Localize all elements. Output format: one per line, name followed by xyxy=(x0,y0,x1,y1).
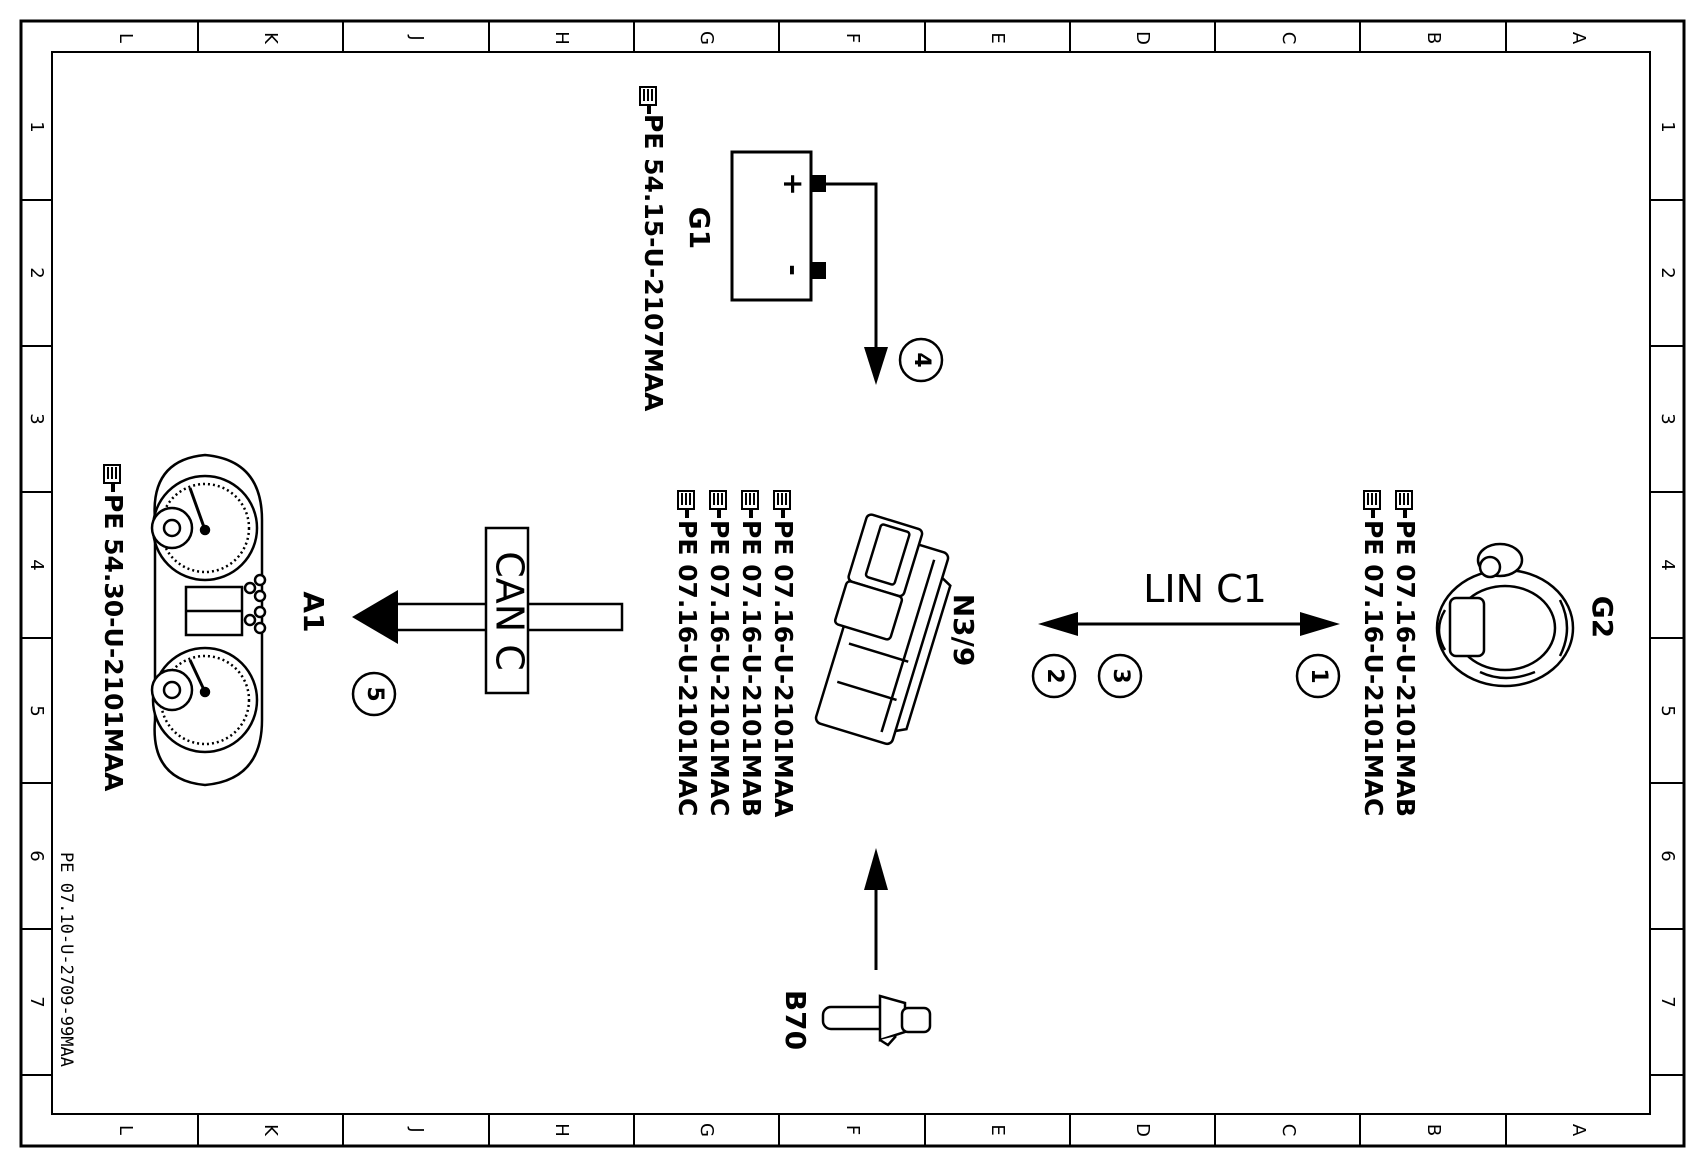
b70-label: B70 xyxy=(779,990,812,1050)
col-label: A xyxy=(1568,1124,1589,1137)
col-label: K xyxy=(260,1124,281,1137)
col-label: J xyxy=(406,1126,427,1132)
g2-reference: PE 07.16-U-2101MAB xyxy=(1391,520,1420,817)
callout-4 xyxy=(898,337,944,383)
drawing-frame xyxy=(19,19,1686,1148)
callout-5 xyxy=(351,671,397,717)
pointing-hand-icon xyxy=(1395,490,1413,519)
battery-plus-sign: + xyxy=(777,172,810,195)
row-labels-right: 1 2 3 4 5 6 7 xyxy=(1657,121,1678,1007)
col-label: L xyxy=(115,33,136,43)
control-unit-n3-9: N3/9 PE 07.16-U-2101MAA PE 07.16-U-2101M… xyxy=(673,490,980,818)
battery-g1: + - G1 PE 54.15-U-2107MAA xyxy=(639,86,826,412)
col-label: F xyxy=(842,33,863,43)
column-labels-top: L K J H G F E D C B A xyxy=(115,31,1589,45)
instrument-cluster-a1: A1 PE 54.30-U-2101MAA xyxy=(99,453,330,792)
row-label: 5 xyxy=(1657,705,1678,716)
callout-4-text: 4 xyxy=(909,352,934,367)
a1-label: A1 xyxy=(297,591,330,632)
col-label: C xyxy=(1278,1124,1299,1137)
battery-terminal-minus xyxy=(811,262,826,279)
col-label: D xyxy=(1132,31,1153,45)
row-label: 1 xyxy=(26,121,47,132)
row-label: 6 xyxy=(26,850,47,861)
row-label: 4 xyxy=(1657,559,1678,570)
g2-reference: PE 07.16-U-2101MAC xyxy=(1359,520,1388,816)
callout-3 xyxy=(1097,653,1143,699)
row-label: 4 xyxy=(26,559,47,570)
pointing-hand-icon xyxy=(103,464,121,493)
callout-2 xyxy=(1031,653,1077,699)
alternator-g2: G2 PE 07.16-U-2101MAB PE 07.16-U-2101MAC xyxy=(1359,490,1619,817)
n3-9-reference: PE 07.16-U-2101MAB xyxy=(737,520,766,817)
battery-terminal-plus xyxy=(811,175,826,192)
pointing-hand-icon xyxy=(677,490,695,519)
pointing-hand-icon xyxy=(773,490,791,519)
can-bus: CAN C 5 xyxy=(351,526,624,717)
n3-9-reference: PE 07.16-U-2101MAC xyxy=(673,520,702,816)
col-label: H xyxy=(551,31,572,45)
a1-reference: PE 54.30-U-2101MAA xyxy=(99,494,128,792)
callout-1 xyxy=(1295,653,1341,699)
col-label: E xyxy=(987,1124,1008,1135)
col-label: H xyxy=(551,1123,572,1137)
row-label: 5 xyxy=(26,705,47,716)
col-label: L xyxy=(115,1125,136,1135)
alternator-icon xyxy=(1435,542,1575,688)
pointing-hand-icon xyxy=(1363,490,1381,519)
row-label: 2 xyxy=(1657,267,1678,278)
document-id: PE 07.10-U-2709-99MAA xyxy=(56,852,76,1067)
lin-bus: LIN C1 2 3 1 xyxy=(1031,567,1341,699)
col-label: J xyxy=(406,34,427,40)
pointing-hand-icon xyxy=(741,490,759,519)
g1-label: G1 xyxy=(683,207,716,249)
pointing-hand-icon xyxy=(639,86,657,115)
col-label: G xyxy=(696,31,717,45)
row-label: 7 xyxy=(1657,996,1678,1007)
col-label: B xyxy=(1423,1124,1444,1136)
pointing-hand-icon xyxy=(709,490,727,519)
instrument-cluster-icon xyxy=(150,453,267,787)
row-label: 1 xyxy=(1657,121,1678,132)
sensor-icon xyxy=(821,994,932,1047)
col-label: E xyxy=(987,32,1008,43)
column-labels-bottom: L K J H G F E D C B A xyxy=(115,1123,1589,1137)
row-label: 3 xyxy=(1657,413,1678,424)
battery-connection: 4 xyxy=(826,182,944,385)
callout-5-text: 5 xyxy=(362,686,387,701)
sensor-b70: B70 xyxy=(779,848,932,1050)
callout-2-text: 2 xyxy=(1042,668,1067,683)
g2-label: G2 xyxy=(1586,596,1619,638)
callout-1-text: 1 xyxy=(1306,668,1331,683)
control-unit-icon xyxy=(814,513,952,746)
col-label: G xyxy=(696,1123,717,1137)
lin-bus-label: LIN C1 xyxy=(1143,567,1267,611)
battery-minus-sign: - xyxy=(777,264,810,276)
row-labels-left: 1 2 3 4 5 6 7 xyxy=(26,121,47,1007)
battery-icon xyxy=(730,150,813,302)
row-label: 2 xyxy=(26,267,47,278)
col-label: D xyxy=(1132,1123,1153,1137)
row-label: 6 xyxy=(1657,850,1678,861)
can-bus-label: CAN C xyxy=(488,551,532,671)
col-label: C xyxy=(1278,32,1299,45)
row-label: 7 xyxy=(26,996,47,1007)
row-label: 3 xyxy=(26,413,47,424)
col-label: K xyxy=(260,32,281,45)
n3-9-label: N3/9 xyxy=(947,594,980,667)
n3-9-reference: PE 07.16-U-2101MAA xyxy=(769,520,798,818)
n3-9-reference: PE 07.16-U-2101MAC xyxy=(705,520,734,816)
g1-reference: PE 54.15-U-2107MAA xyxy=(639,114,668,412)
col-label: F xyxy=(842,1125,863,1135)
col-label: A xyxy=(1568,32,1589,45)
callout-3-text: 3 xyxy=(1108,668,1133,683)
col-label: B xyxy=(1423,32,1444,44)
